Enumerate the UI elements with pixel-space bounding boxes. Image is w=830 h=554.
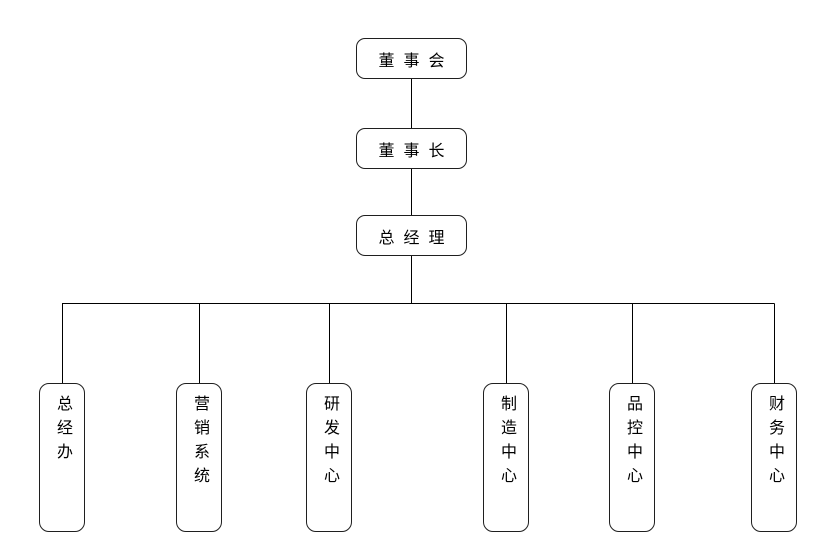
org-node-label: 董事长 — [378, 142, 454, 160]
org-node-label: 制造中心 — [498, 395, 515, 491]
org-node-board-of-directors: 董事会 — [356, 38, 467, 79]
org-node-label: 研发中心 — [321, 395, 338, 491]
org-node-label: 营销系统 — [191, 395, 208, 491]
org-node-marketing-system: 营销系统 — [176, 383, 222, 532]
org-node-label: 董事会 — [378, 52, 454, 70]
org-node-rd-center: 研发中心 — [306, 383, 352, 532]
org-node-quality-control-center: 品控中心 — [609, 383, 655, 532]
org-node-label: 总经办 — [54, 395, 71, 467]
org-node-finance-center: 财务中心 — [751, 383, 797, 532]
org-node-label: 品控中心 — [624, 395, 641, 491]
org-node-chairman: 董事长 — [356, 128, 467, 169]
org-node-manufacturing-center: 制造中心 — [483, 383, 529, 532]
org-node-label: 总经理 — [378, 229, 454, 247]
org-node-gm-office: 总经办 — [39, 383, 85, 532]
org-node-label: 财务中心 — [766, 395, 783, 491]
org-node-general-manager: 总经理 — [356, 215, 467, 256]
